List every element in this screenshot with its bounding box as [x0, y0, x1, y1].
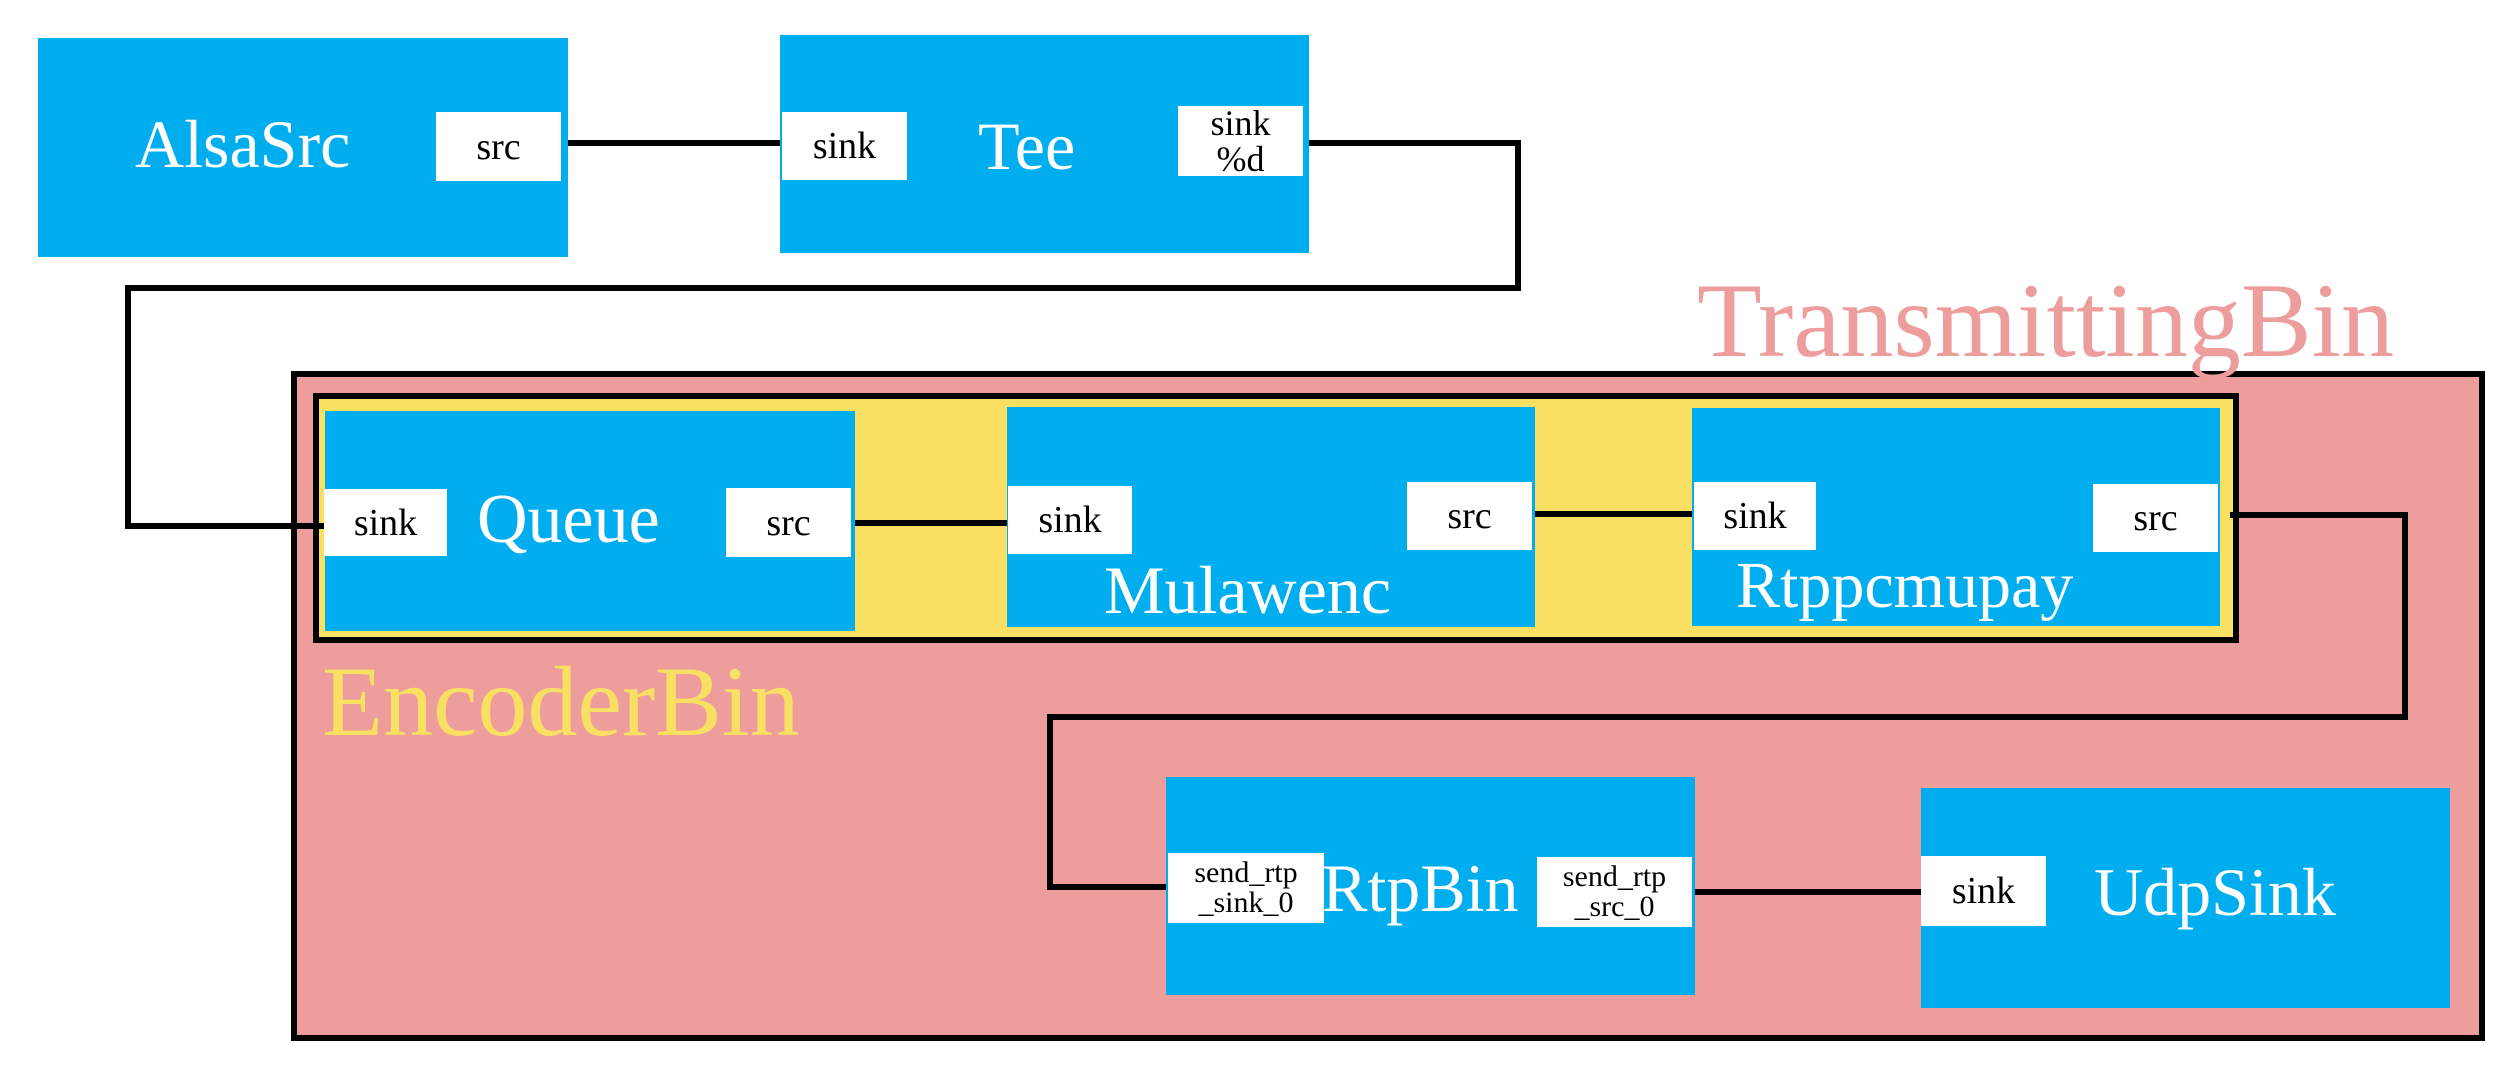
mulawenc-sink-pad[interactable]: sink	[1008, 486, 1132, 554]
link-tee-queue	[125, 140, 1521, 529]
rtpbin-send-rtp-sink-pad[interactable]: send_rtp _sink_0	[1168, 853, 1324, 923]
rtpbin-send-rtp-sink-pad-line1: send_rtp	[1194, 856, 1298, 889]
rtppcmupay-label: Rtppcmupay	[1736, 549, 2074, 622]
mulawenc-src-pad[interactable]: src	[1407, 482, 1532, 550]
rtppcmupay-sink-pad-label: sink	[1723, 495, 1787, 537]
tee-sink-pad[interactable]: sink	[782, 112, 907, 180]
rtpbin-send-rtp-src-pad[interactable]: send_rtp _src_0	[1537, 857, 1692, 927]
tee-sink-request-pad-line2: %d	[1216, 139, 1265, 179]
rtpbin-label: RtpBin	[1322, 850, 1519, 926]
alsasrc-label: AlsaSrc	[135, 106, 351, 182]
rtpbin-send-rtp-src-pad-line1: send_rtp	[1562, 860, 1667, 893]
mulawenc-sink-pad-label: sink	[1038, 499, 1102, 541]
tee-sink-request-pad-line1: sink	[1210, 103, 1271, 143]
rtppcmupay-sink-pad[interactable]: sink	[1694, 482, 1816, 550]
queue-src-pad-label: src	[766, 501, 811, 544]
udpsink-sink-pad-label: sink	[1951, 870, 2016, 912]
mulawenc-label: Mulawenc	[1104, 552, 1392, 628]
rtppcmupay-src-pad-label: src	[2133, 497, 2178, 539]
udpsink-label: UdpSink	[2094, 854, 2336, 930]
mulawenc-src-pad-label: src	[1447, 495, 1492, 537]
tee-label: Tee	[978, 108, 1076, 184]
queue-src-pad[interactable]: src	[726, 488, 851, 557]
transmitting-bin-label: TransmittingBin	[1697, 262, 2395, 379]
rtppcmupay-src-pad[interactable]: src	[2093, 484, 2218, 552]
queue-sink-pad[interactable]: sink	[324, 489, 447, 556]
encoder-bin-label: EncoderBin	[322, 646, 800, 757]
link-rtppcmupay-rtpbin	[1047, 512, 2408, 890]
rtpbin-send-rtp-sink-pad-line2: _sink_0	[1198, 886, 1294, 919]
tee-sink-pad-label: sink	[812, 125, 877, 167]
queue-label: Queue	[477, 481, 660, 558]
alsasrc-src-pad[interactable]: src	[436, 112, 561, 181]
rtpbin-send-rtp-src-pad-line2: _src_0	[1574, 890, 1655, 923]
tee-sink-request-pad[interactable]: sink %d	[1178, 103, 1303, 179]
alsasrc-src-pad-label: src	[476, 125, 521, 168]
queue-sink-pad-label: sink	[353, 501, 418, 544]
udpsink-sink-pad[interactable]: sink	[1921, 856, 2046, 926]
